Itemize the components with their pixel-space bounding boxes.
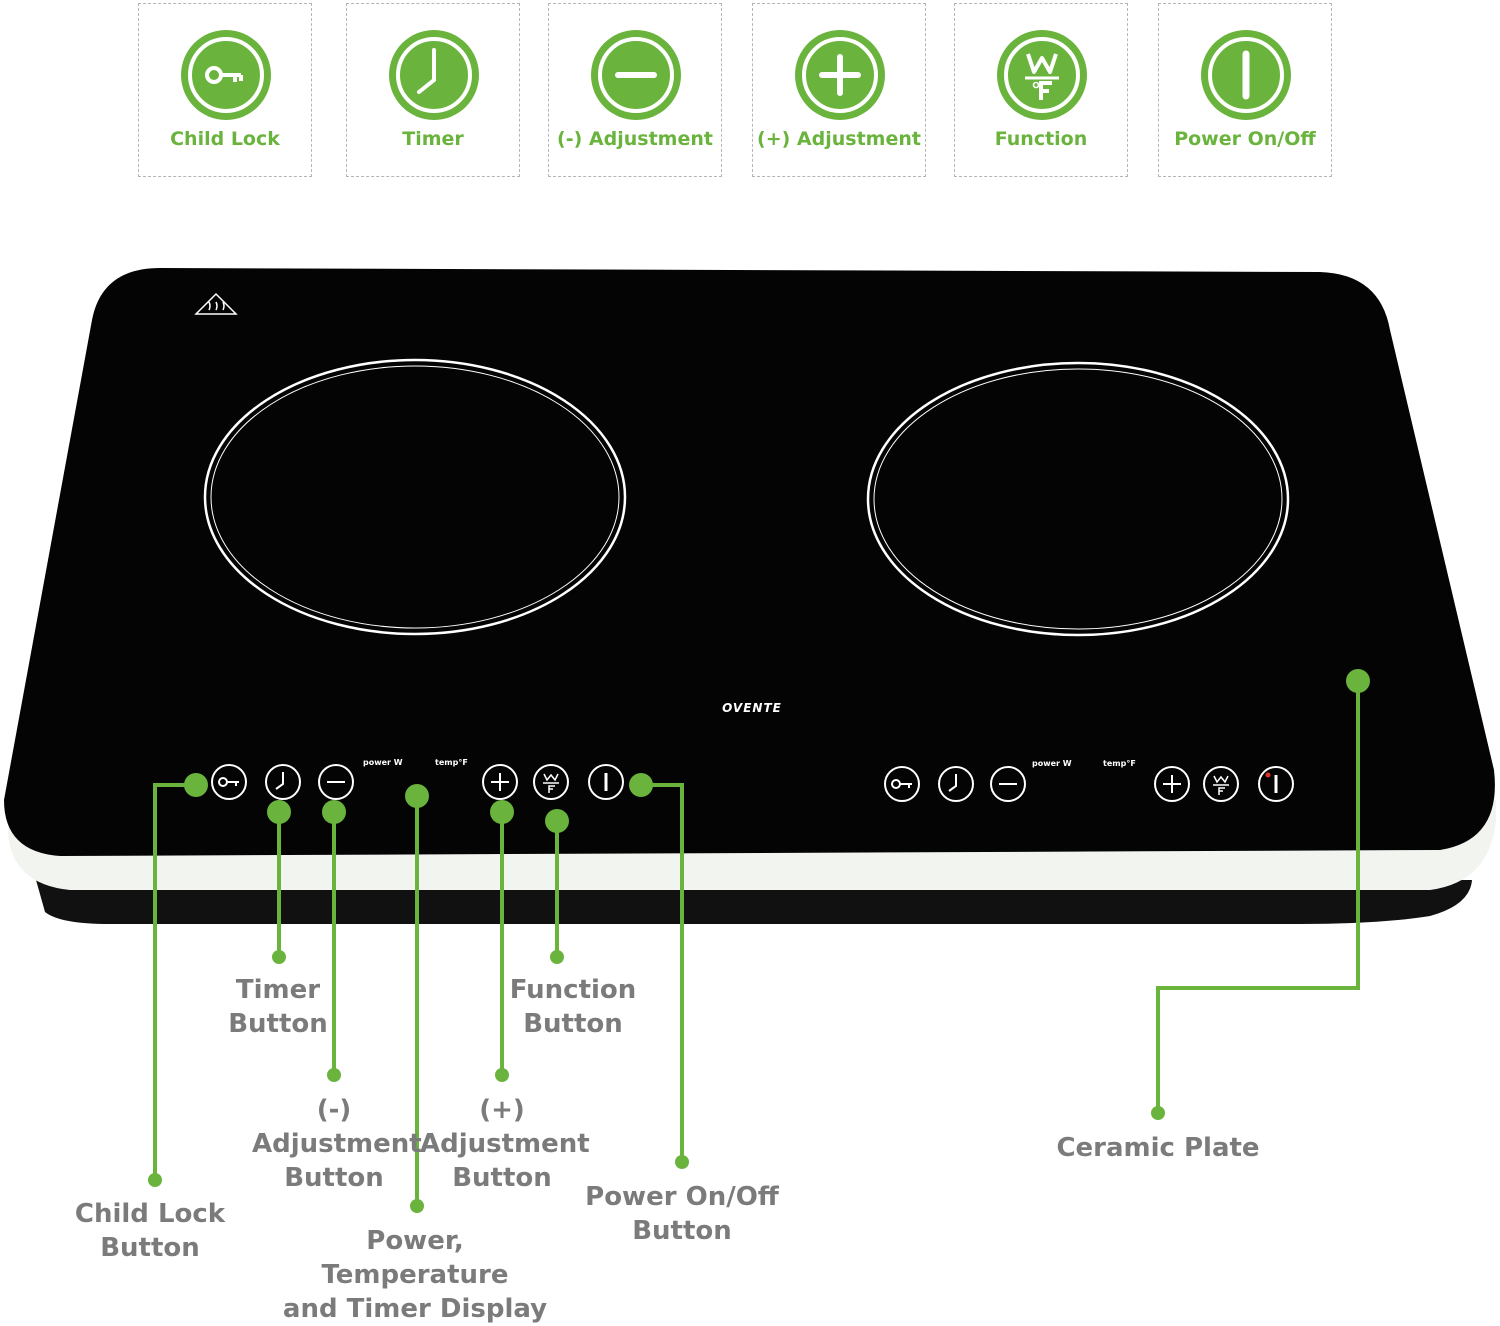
- ceramic-glass-top: [4, 268, 1495, 856]
- right-power-label: power W: [1032, 759, 1072, 768]
- minus-icon: [591, 30, 681, 120]
- display-callout: Power, Temperature and Timer Display: [282, 1226, 548, 1324]
- clock-icon: [389, 30, 479, 120]
- cooking-zone-right: [866, 361, 1290, 637]
- callout-leader-lines: [153, 681, 1360, 1206]
- left-timer-button[interactable]: [265, 764, 301, 800]
- left-power-button[interactable]: [588, 764, 624, 800]
- brand-logo-text: OVENTE: [722, 701, 782, 715]
- legend-function: Function: [954, 3, 1128, 177]
- timer-callout: Timer Button: [228, 975, 328, 1039]
- left-plus-button[interactable]: [482, 764, 518, 800]
- plus-adjustment-callout: (+) Adjustment Button: [420, 1095, 590, 1193]
- hot-surface-warning-icon: [194, 292, 238, 315]
- power-icon: [1201, 30, 1291, 120]
- legend-power: Power On/Off: [1158, 3, 1332, 177]
- legend-label: Child Lock: [170, 128, 280, 150]
- legend-minus: (-) Adjustment: [548, 3, 722, 177]
- induction-cooktop: [4, 268, 1496, 1213]
- left-temp-label: temp°F: [435, 758, 468, 767]
- left-power-label: power W: [363, 758, 403, 767]
- left-function-button[interactable]: [533, 764, 569, 800]
- ceramic-plate-callout: Ceramic Plate: [1056, 1133, 1260, 1163]
- legend-label: Timer: [402, 128, 464, 150]
- legend-label: (-) Adjustment: [557, 128, 713, 150]
- child-lock-callout: Child Lock Button: [74, 1199, 226, 1263]
- minus-adjustment-callout: (-) Adjustment Button: [252, 1095, 422, 1193]
- right-function-button[interactable]: [1203, 766, 1239, 802]
- key-icon: [181, 30, 271, 120]
- right-minus-button[interactable]: [990, 766, 1026, 802]
- plus-icon: [795, 30, 885, 120]
- legend-label: Power On/Off: [1174, 128, 1316, 150]
- left-child-lock-button[interactable]: [211, 764, 247, 800]
- legend-child-lock: Child Lock: [138, 3, 312, 177]
- wf-function-icon: [997, 30, 1087, 120]
- legend-label: (+) Adjustment: [757, 128, 921, 150]
- cooktop-base: [36, 880, 1472, 924]
- left-minus-button[interactable]: [318, 764, 354, 800]
- right-child-lock-button[interactable]: [884, 766, 920, 802]
- callout-dots: [148, 669, 1370, 1213]
- legend-label: Function: [994, 128, 1088, 150]
- legend-timer: Timer: [346, 3, 520, 177]
- right-timer-button[interactable]: [938, 766, 974, 802]
- cooking-zone-left: [203, 358, 627, 636]
- right-temp-label: temp°F: [1103, 759, 1136, 768]
- legend-plus: (+) Adjustment: [752, 3, 926, 177]
- right-plus-button[interactable]: [1154, 766, 1190, 802]
- right-power-button[interactable]: [1258, 766, 1294, 802]
- power-callout: Power On/Off Button: [585, 1182, 779, 1246]
- function-callout: Function Button: [509, 975, 637, 1039]
